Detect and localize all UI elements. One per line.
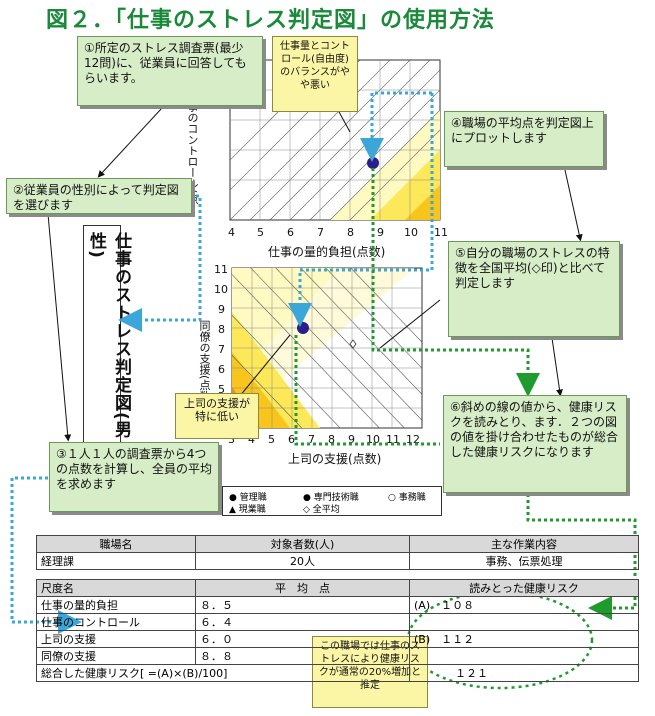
table-cell: ８．５ [195,596,410,614]
table-cell: 上司の支援 [36,630,196,648]
step-3-callout: ③１人１人の調査票から4つの点数を計算し、全員の平均を求めます [49,442,219,512]
table-header-cell: 平 均 点 [195,579,410,597]
table-cell: 20人 [195,552,410,570]
table-row: 同僚の支援 ８．８ [36,647,639,665]
table-row: 上司の支援 ６．０ (B) １１２ [36,630,639,648]
stress-result-table: 職場名 対象者数(人) 主な作業内容 経理課 20人 事務、伝票処理 尺度名 平… [36,535,639,682]
table-cell: 経理課 [36,552,196,570]
chart1-xtick: 6 [287,226,294,239]
table-cell: 仕事の量的負担 [36,596,196,614]
chart2-xtick: 6 [288,433,295,446]
chart2-ytick: 8 [218,323,225,336]
table-cell: (B) １１２ [409,630,639,648]
chart1-xtick: 8 [347,226,354,239]
legend-item: ◇ 全平均 [303,505,340,515]
table-row: 仕事の量的負担 ８．５ (A) １０８ [36,596,639,614]
chart1-xtick: 11 [434,226,448,239]
table-header-row: 職場名 対象者数(人) 主な作業内容 [36,535,639,553]
chart2-ytick: 10 [214,283,228,296]
chart1-xtick: 7 [317,226,324,239]
step-1-callout: ①所定のストレス調査票(最少12問)に、従業員に回答してもらいます。 [77,36,263,106]
legend-item: ○ 事務職 [388,493,426,503]
table-cell [409,647,639,665]
chart2-xtick: 7 [308,433,315,446]
table-header-cell: 尺度名 [36,579,196,597]
table-cell: ８．８ [195,647,410,665]
legend-item: ● 専門技術職 [303,493,359,503]
table-spacer [36,569,639,580]
boss-support-callout: 上司の支援が特に低い [175,393,259,439]
chart2-ytick: 5 [218,383,225,396]
chart2-ytick: 6 [218,363,225,376]
table-cell: ６．４ [195,613,410,631]
table-cell: 仕事のコントロール [36,613,196,631]
chart2-xtick: 9 [348,433,355,446]
table-header-cell: 対象者数(人) [195,535,410,553]
chart1-xtick: 4 [228,226,235,239]
chart-legend: ● 管理職 ● 専門技術職 ○ 事務職 ▲ 現業職 ◇ 全平均 [222,486,442,516]
chart1-xtick: 10 [404,226,418,239]
page-title: 図２．「仕事のストレス判定図」の使用方法 [46,8,496,33]
table-cell: 事務、伝票処理 [409,552,639,570]
step-4-callout: ④職場の平均点を判定図上にプロットします [444,111,604,167]
chart1-xtick: 5 [257,226,264,239]
chart2-xtick: 11 [386,433,400,446]
balance-note-callout: 仕事量とコントロール(自由度)のバランスがやや悪い [272,36,358,112]
chart2-xtick: 5 [268,433,275,446]
chart1-xtick: 9 [377,226,384,239]
table-header-cell: 職場名 [36,535,196,553]
chart2-xtick: 4 [248,433,255,446]
chart2-xtick: 3 [228,433,235,446]
table-row: 仕事のコントロール ６．４ [36,613,639,631]
table-cell: ６．０ [195,630,410,648]
table-row: 経理課 20人 事務、伝票処理 [36,552,639,570]
step-2-callout: ②従業員の性別によって判定図を選びます [6,178,192,214]
table-total-label: 総合した健康リスク[ =(A)×(B)/100] [36,664,410,682]
table-cell [409,613,639,631]
chart2-ytick: 7 [218,343,225,356]
step-5-callout: ⑤自分の職場のストレスの特徴を全国平均(◇印)と比べて判定します [448,241,620,337]
chart-selection-title: 仕事のストレス判定図(男性) [83,225,131,450]
chart1-xlabel: 仕事の量的負担(点数) [268,245,386,259]
legend-item: ▲ 現業職 [229,505,266,515]
step-6-callout: ⑥斜めの線の値から、健康リスクを読みとり、ます．２つの図の値を掛け合わせたものが… [443,395,627,493]
chart2-ylabel: 同僚の支援(点数 [198,320,211,402]
legend-item: ● 管理職 [229,493,267,503]
chart2-ytick: 11 [214,263,228,276]
chart2-xtick: 8 [328,433,335,446]
chart2-ytick: 9 [218,303,225,316]
table-header-cell: 読みとった健康リスク [409,579,639,597]
table-cell: (A) １０８ [409,596,639,614]
table-header-cell: 主な作業内容 [409,535,639,553]
table-total-row: 総合した健康リスク[ =(A)×(B)/100] １２１ [36,664,639,682]
chart2-xlabel: 上司の支援(点数) [288,452,382,466]
table-header-row: 尺度名 平 均 点 読みとった健康リスク [36,579,639,597]
chart1-ylabel: 仕事のコントロール(点 [186,90,199,205]
table-total-value: １２１ [409,664,639,682]
chart-selection-title-text: 仕事のストレス判定図(男性) [86,232,131,439]
table-cell: 同僚の支援 [36,647,196,665]
